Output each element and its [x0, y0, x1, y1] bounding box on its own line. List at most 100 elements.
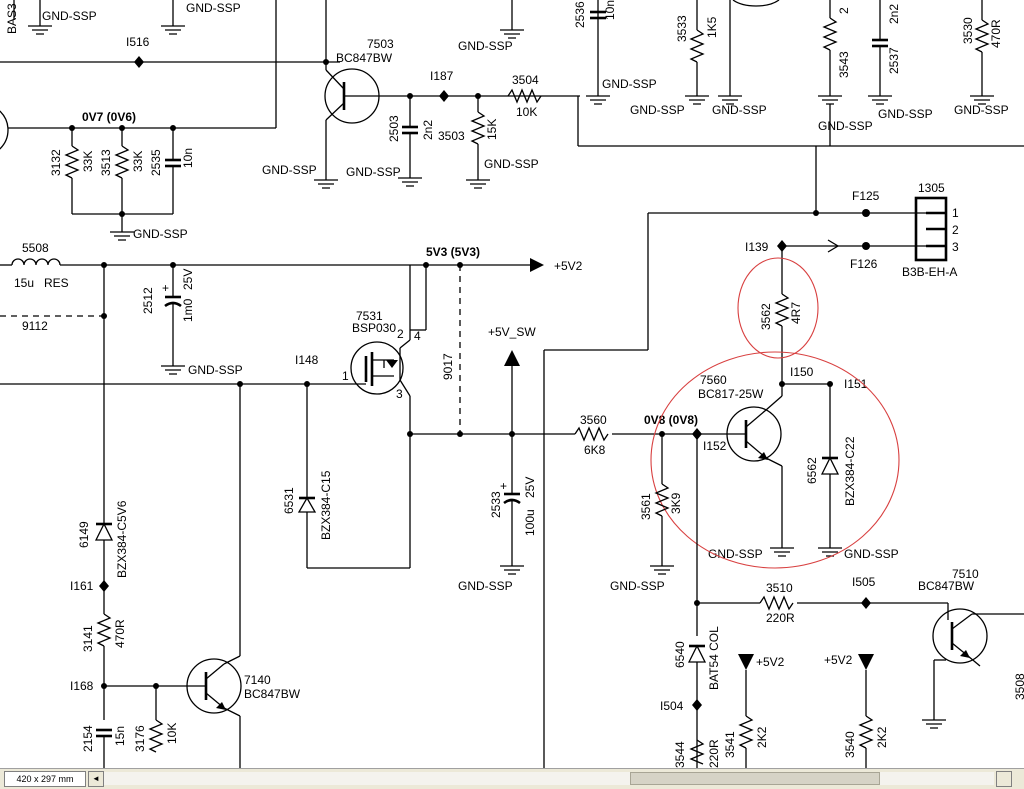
mos-tab-pin: 4 [414, 329, 421, 343]
r3533-value: 1K5 [705, 16, 719, 38]
horizontal-scrollbar-thumb[interactable] [630, 772, 880, 785]
r3561-value: 3K9 [669, 492, 683, 514]
r3541-value: 2K2 [755, 726, 769, 748]
c2512-rating: 25V [181, 269, 195, 290]
r3510-ref: 3510 [766, 581, 793, 595]
d6562-value: BZX384-C22 [843, 436, 857, 506]
mos-drain-pin: 2 [397, 327, 404, 341]
page-size-indicator: 420 x 297 mm [4, 771, 86, 787]
c2154-value: 15n [113, 726, 127, 746]
c2536-ref: 2536 [573, 1, 587, 28]
con1305-value: B3B-EH-A [902, 265, 957, 279]
con1305-pin2: 2 [952, 223, 959, 237]
switched-output-section: 9017 +5V_SW + 2533 100u 25V GND-SSP 3560… [407, 265, 726, 593]
r3530-ref: 3530 [961, 17, 975, 44]
r3513-value: 33K [131, 151, 145, 172]
transistor-7560: 7560 BC817-25W GND-SSP I152 0V8 (0V8) [644, 373, 794, 561]
r3533-ref: 3533 [675, 15, 689, 42]
r3176-ref: 3176 [133, 725, 147, 752]
r3132-ref: 3132 [49, 149, 63, 176]
r3530-value: 470R [989, 19, 1003, 48]
gnd-label: GND-SSP [458, 39, 513, 53]
d6562-ref: 6562 [805, 457, 819, 484]
r3543-ref: 3543 [837, 51, 851, 78]
r3141-value: 470R [113, 619, 127, 648]
r3504-ref: 3504 [512, 73, 539, 87]
highlight-r3562 [737, 257, 819, 359]
gnd-label: GND-SSP [878, 107, 933, 121]
i150-label: I150 [790, 365, 814, 379]
highlight-t7560 [650, 351, 900, 569]
c2537-value: 2n2 [887, 4, 901, 24]
i516-marker [134, 56, 144, 68]
i504-label: I504 [660, 699, 684, 713]
bas3-label: BAS3 [5, 3, 19, 34]
top-left-section: BAS3 GND-SSP GND-SSP I516 0V7 (0V6) 3132… [0, 0, 340, 241]
scroll-right-button[interactable] [996, 771, 1012, 787]
gnd-label: GND-SSP [186, 1, 241, 15]
r3503-value: 15K [485, 119, 499, 140]
t7140-ref: 7140 [244, 673, 271, 687]
con1305-pin3: 3 [952, 240, 959, 254]
t7560-value: BC817-25W [698, 387, 764, 401]
transistor-7503: 7503 BC847BW GND-SSP [262, 0, 410, 189]
l5508-note: RES [44, 276, 69, 290]
scroll-left-button[interactable]: ◄ [88, 771, 104, 787]
bottom-right-section: 3510 220R I505 7510 BC847BW 3508 6540 BA… [660, 434, 1024, 768]
gnd-label: GND-SSP [610, 579, 665, 593]
r3132-value: 33K [81, 151, 95, 172]
r3503-ref: 3503 [438, 129, 465, 143]
c2503-value: 2n2 [421, 120, 435, 140]
zener-6531: 6531 BZX384-C15 [282, 384, 410, 569]
i139-label: I139 [745, 240, 769, 254]
c2512-value: 1m0 [181, 298, 195, 322]
bottom-left-section: 6149 BZX384-C5V6 I161 3141 470R I168 215… [70, 384, 301, 768]
r3540-ref: 3540 [843, 731, 857, 758]
t7560-ref: 7560 [700, 373, 727, 387]
r3540-value: 2K2 [875, 726, 889, 748]
v5-label: +5V2 [824, 653, 853, 667]
con1305-ref: 1305 [918, 181, 945, 195]
status-bar: 420 x 297 mm ◄ [0, 768, 1024, 789]
r3562-ref: 3562 [759, 303, 773, 330]
gnd-label: GND-SSP [602, 77, 657, 91]
mosfet-7531: 7531 BSP030 2 4 3 1 I148 [0, 265, 427, 568]
resistor-3561: 3561 3K9 GND-SSP [610, 434, 683, 593]
d6149-ref: 6149 [77, 521, 91, 548]
r3560-ref: 3560 [580, 413, 607, 427]
r3560-value: 6K8 [584, 443, 606, 457]
c2533-ref: 2533 [489, 491, 503, 518]
v5-label: +5V2 [554, 259, 583, 273]
v0v7-label: 0V7 (0V6) [82, 110, 136, 124]
gnd-label: GND-SSP [708, 547, 763, 561]
schematic-diagram: BAS3 GND-SSP GND-SSP I516 0V7 (0V6) 3132… [0, 0, 1024, 768]
t7503-ref: 7503 [367, 37, 394, 51]
i151-label: I151 [844, 377, 868, 391]
c2537-ref: 2537 [887, 47, 901, 74]
top-right-section: 2536 10n GND-SSP GND-SSP 3533 1K5 GND-SS… [458, 0, 1009, 146]
d6540-value: BAT54 COL [707, 626, 721, 690]
p9112-ref: 9112 [22, 319, 48, 333]
i168-label: I168 [70, 679, 94, 693]
mos-gate-pin: 1 [342, 369, 349, 383]
f126-label: F126 [850, 257, 878, 271]
l5508-ref: 5508 [22, 241, 49, 255]
v5v3-label: 5V3 (5V3) [426, 245, 480, 259]
c2536-value: 10n [603, 0, 617, 20]
r3513-ref: 3513 [99, 149, 113, 176]
i152-label: I152 [703, 439, 727, 453]
l5508-value: 15u [14, 276, 34, 290]
c2512-ref: 2512 [141, 287, 155, 314]
svg-text:+: + [500, 479, 507, 493]
gnd-label: GND-SSP [484, 157, 539, 171]
gnd-label: GND-SSP [188, 363, 243, 377]
c2533-rating: 25V [523, 477, 537, 498]
t7531-ref: 7531 [356, 309, 383, 323]
i516-label: I516 [126, 35, 150, 49]
gnd-label: GND-SSP [262, 163, 317, 177]
c2535-value: 10n [181, 148, 195, 168]
i161-label: I161 [70, 579, 94, 593]
v5sw-label: +5V_SW [488, 325, 536, 339]
t7531-value: BSP030 [352, 321, 396, 335]
r3508-ref: 3508 [1013, 673, 1024, 700]
